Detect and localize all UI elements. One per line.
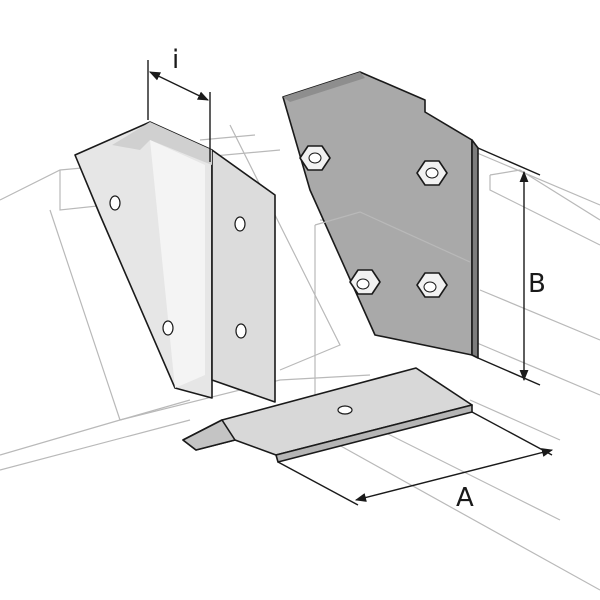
left-bracket-hole-bottom bbox=[162, 320, 174, 336]
base-plate-lip bbox=[182, 419, 236, 451]
ghost-beam-structure bbox=[0, 124, 600, 591]
left-bracket-hole-top bbox=[109, 195, 121, 211]
dimension-label-a: A bbox=[456, 483, 474, 513]
gusset-plate-right-edge bbox=[471, 139, 479, 359]
right-gusset-plate bbox=[282, 71, 479, 359]
bolt-bottom-left bbox=[349, 269, 381, 295]
left-bracket-fold-shade bbox=[112, 122, 212, 165]
dimension-b: B bbox=[477, 147, 546, 386]
gusset-plate-top-edge bbox=[283, 72, 365, 102]
gusset-plate-face bbox=[282, 71, 473, 356]
bottom-base-plate bbox=[182, 367, 473, 463]
base-plate-hole bbox=[337, 405, 353, 415]
left-bracket-side-hole-top bbox=[234, 216, 246, 232]
dimension-label-i: i bbox=[172, 45, 179, 75]
left-bracket-light-strip bbox=[150, 140, 205, 388]
bolt-bottom-right bbox=[416, 272, 448, 298]
left-angle-bracket bbox=[74, 121, 276, 403]
left-bracket-side-hole-bottom bbox=[235, 323, 247, 339]
dimension-i: i bbox=[147, 45, 211, 162]
bolt-top-left bbox=[299, 145, 331, 171]
dimension-label-b: B bbox=[528, 269, 546, 299]
dimension-a: A bbox=[277, 411, 554, 513]
left-bracket-side-face bbox=[211, 149, 276, 403]
bolt-top-right bbox=[416, 160, 448, 186]
